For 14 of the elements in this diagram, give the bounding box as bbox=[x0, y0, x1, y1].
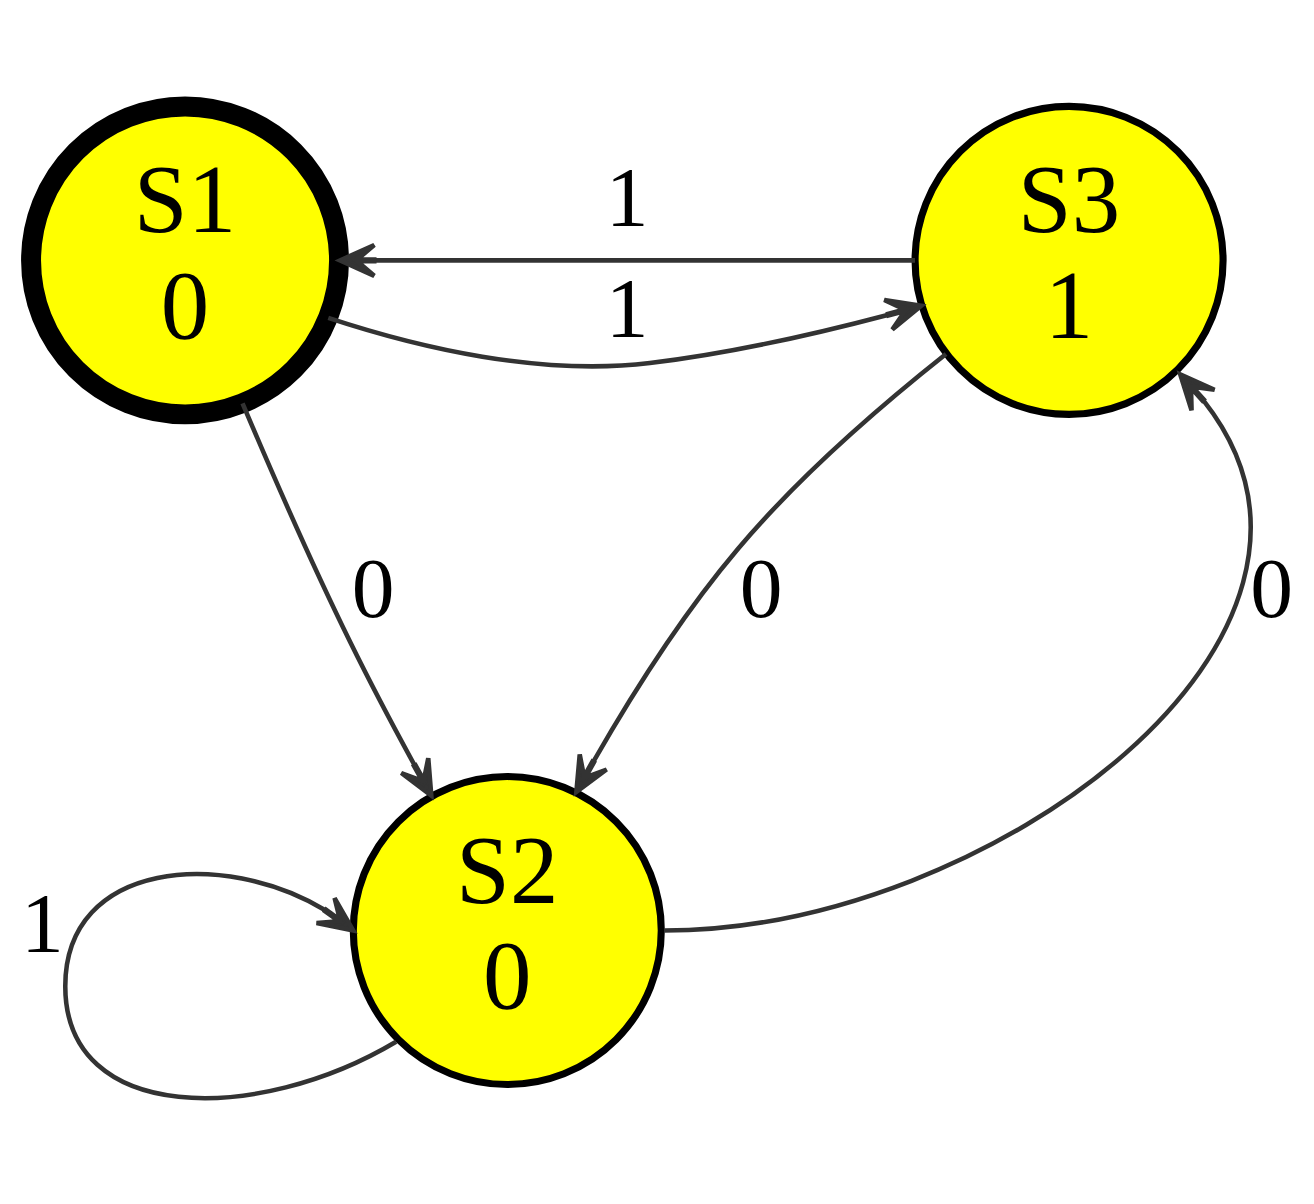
edge-label: 0 bbox=[739, 540, 783, 636]
arrow bbox=[327, 297, 924, 369]
node-circle: S2 0 bbox=[349, 772, 665, 1088]
edge-label: 1 bbox=[21, 875, 64, 971]
arrow bbox=[337, 242, 915, 278]
edge-label: 0 bbox=[351, 540, 395, 636]
edge-label: 0 bbox=[1250, 540, 1293, 636]
edge-label: 1 bbox=[605, 260, 649, 356]
arrow bbox=[663, 371, 1253, 933]
arrow bbox=[574, 351, 948, 794]
node-circle: S1 0 bbox=[21, 95, 350, 424]
node-circle: S3 1 bbox=[911, 102, 1227, 418]
edge-label: 1 bbox=[605, 149, 649, 245]
arrow bbox=[240, 401, 434, 798]
